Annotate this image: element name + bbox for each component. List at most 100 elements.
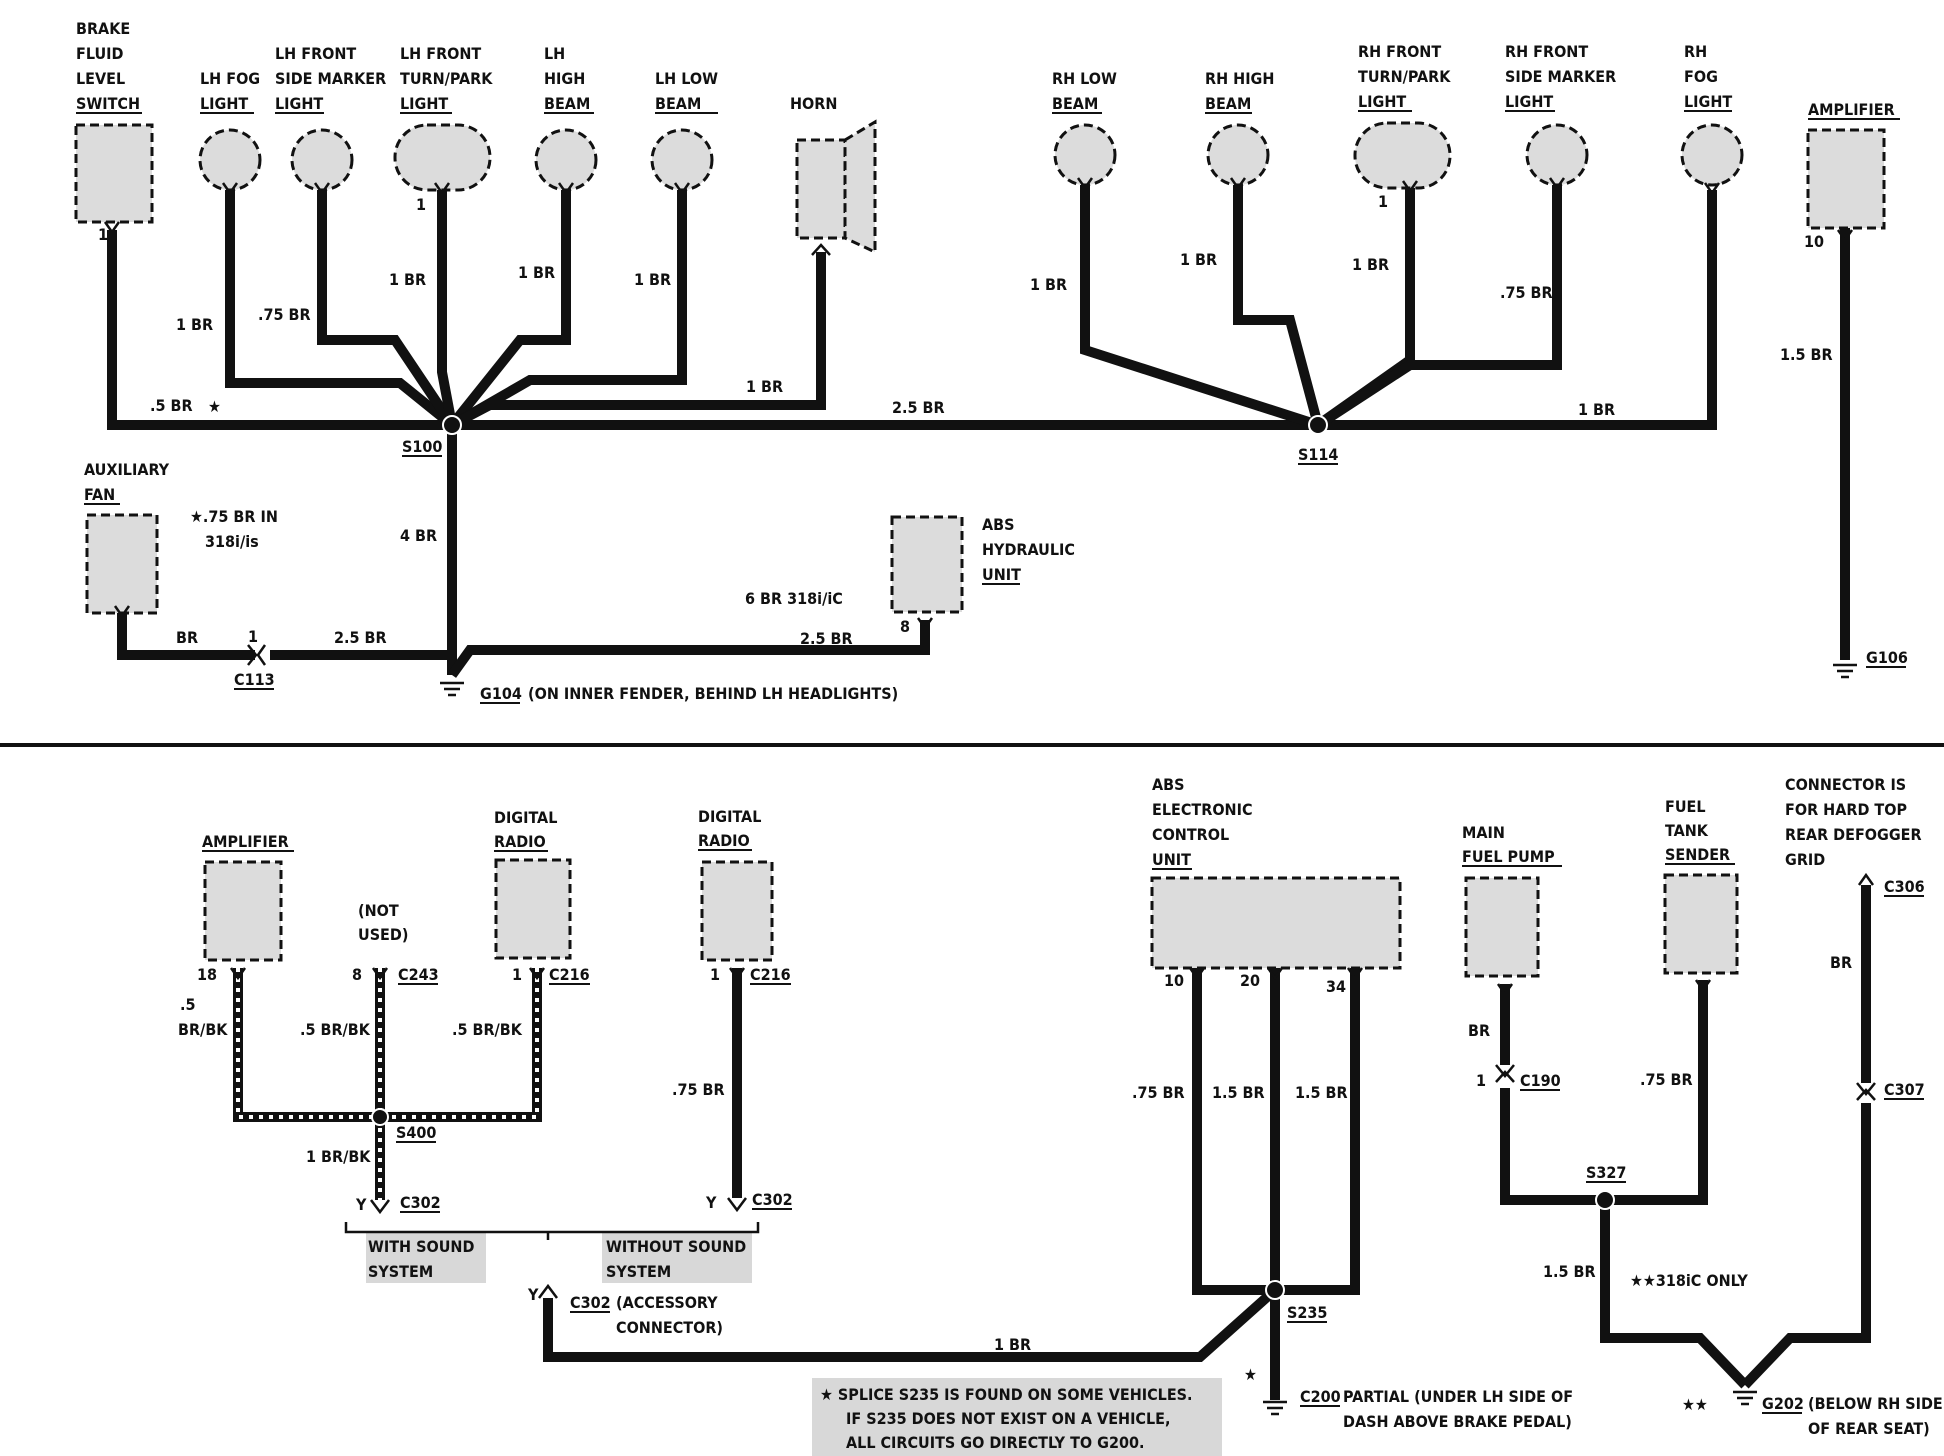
wire-label: .75 BR [1640, 1070, 1693, 1089]
wire-label: 6 BR 318i/iC [745, 589, 843, 608]
pin-label: 18 [197, 965, 217, 984]
lh-fog-light: LH FOG LIGHT [198, 69, 262, 192]
connector-label: C200 [1300, 1387, 1341, 1406]
label-line: LH FOG [200, 69, 260, 88]
splice-note-shade [812, 1378, 1222, 1456]
auxiliary-fan: AUXILIARY FAN [84, 460, 170, 615]
note-line: (BELOW RH SIDE [1808, 1394, 1943, 1413]
wire-label: .75 BR [258, 305, 311, 324]
wire-label: 2.5 BR [800, 629, 853, 648]
label-line: RADIO [494, 832, 546, 851]
label-line: DIGITAL [494, 808, 557, 827]
note-line: PARTIAL (UNDER LH SIDE OF [1343, 1387, 1573, 1406]
wire-label: 1 BR [994, 1335, 1031, 1354]
label-line: LIGHT [1505, 92, 1553, 111]
wire-label: 2.5 BR [892, 398, 945, 417]
label-line: RADIO [698, 831, 750, 850]
note-line: ALL CIRCUITS GO DIRECTLY TO G200. [846, 1433, 1144, 1452]
label-line: BRAKE [76, 19, 130, 38]
with-sound-shade [366, 1233, 486, 1283]
label-line: CONTROL [1152, 825, 1229, 844]
label-line: TANK [1665, 821, 1709, 840]
label-line: SENDER [1665, 845, 1730, 864]
label-line: FUEL [1665, 797, 1706, 816]
rh-low-beam: RH LOW BEAM [1052, 69, 1117, 187]
label-line: CONNECTOR IS [1785, 775, 1906, 794]
label-line: HYDRAULIC [982, 540, 1075, 559]
label-line: LIGHT [1684, 92, 1732, 111]
label-line: ABS [982, 515, 1014, 534]
pin-label: 1 [416, 195, 426, 214]
connector-label: C113 [234, 670, 275, 689]
label-line: BEAM [1052, 94, 1098, 113]
wire-label: 1.5 BR [1780, 345, 1833, 364]
star-mark: ★ [1244, 1365, 1257, 1384]
label-line: LH [544, 44, 565, 63]
note-line: ★★318iC ONLY [1630, 1271, 1748, 1290]
label-line: REAR DEFOGGER [1785, 825, 1922, 844]
connector-label: C302 [752, 1190, 793, 1209]
wire-label: 1 BR [1180, 250, 1217, 269]
pin-label: 8 [900, 617, 910, 636]
splice-label: S235 [1287, 1303, 1327, 1322]
wire-label: BR [176, 628, 198, 647]
pin-label: 1 [248, 627, 258, 646]
splice-label: S400 [396, 1123, 436, 1142]
wire-label: 1 BR [1030, 275, 1067, 294]
digital-radio-1: DIGITAL RADIO 1 [494, 808, 572, 984]
without-sound-shade [602, 1233, 752, 1283]
wire-label: 1 BR [1578, 400, 1615, 419]
label-line: FOR HARD TOP [1785, 800, 1907, 819]
label-line: SIDE MARKER [275, 69, 386, 88]
pin-label: 10 [1804, 232, 1824, 251]
label-line: SYSTEM [606, 1262, 671, 1281]
label-line: LIGHT [275, 94, 323, 113]
label-line: RH FRONT [1358, 42, 1441, 61]
label-line: WITHOUT SOUND [606, 1237, 746, 1256]
brake-fluid-level-switch: BRAKE FLUID LEVEL SWITCH [74, 19, 154, 224]
label-line: LIGHT [200, 94, 248, 113]
not-used-label: (NOT USED) 8 [352, 901, 408, 984]
label-line: LEVEL [76, 69, 125, 88]
rh-high-beam: RH HIGH BEAM [1205, 69, 1274, 187]
wire-label: .75 BR [1500, 283, 1553, 302]
connector-label: C302 [570, 1293, 611, 1312]
label-line: ABS [1152, 775, 1184, 794]
label-line: GRID [1785, 850, 1825, 869]
abs-electronic-control-unit: ABS ELECTRONIC CONTROL UNIT 10 20 34 [1150, 775, 1402, 996]
label-line: BEAM [655, 94, 701, 113]
ground-note: (ON INNER FENDER, BEHIND LH HEADLIGHTS) [528, 684, 898, 703]
connector-label: C190 [1520, 1071, 1561, 1090]
connector-label: C216 [750, 965, 791, 984]
lower-wire-labels: C243 C216 C216 .5 BR/BK .5 BR/BK .5 BR/B… [178, 877, 1943, 1452]
note-line: OF REAR SEAT) [1808, 1419, 1930, 1438]
label-line: LIGHT [1358, 92, 1406, 111]
wire-label: .75 BR [1132, 1083, 1185, 1102]
abs-hydraulic-unit: ABS HYDRAULIC UNIT 8 [890, 515, 1075, 636]
wire-label: 1.5 BR [1295, 1083, 1348, 1102]
wire-label: BR/BK [178, 1020, 228, 1039]
note-line: 318i/is [205, 532, 259, 551]
label-line: USED) [358, 925, 408, 944]
splice-label: S114 [1298, 445, 1338, 464]
pin-label: 1 [710, 965, 720, 984]
splice-label: S327 [1586, 1163, 1626, 1182]
rh-front-turn-park-light: RH FRONT TURN/PARK LIGHT 1 [1353, 42, 1452, 211]
label-line: SIDE MARKER [1505, 67, 1616, 86]
wire-label: BR [1468, 1021, 1490, 1040]
connector-label: C307 [1884, 1080, 1925, 1099]
lh-high-beam: LH HIGH BEAM [534, 44, 598, 192]
label-line: SWITCH [76, 94, 140, 113]
label-line: LIGHT [400, 94, 448, 113]
horn: HORN [790, 94, 877, 255]
upper-wiring [103, 177, 1857, 697]
pin-label: 34 [1326, 977, 1346, 996]
lh-front-side-marker-light: LH FRONT SIDE MARKER LIGHT [275, 44, 386, 192]
digital-radio-2: DIGITAL RADIO 1 [698, 807, 774, 984]
wire-label: 4 BR [400, 526, 437, 545]
label-line: RH LOW [1052, 69, 1117, 88]
note-line: ★.75 BR IN [190, 507, 278, 526]
label-line: FOG [1684, 67, 1718, 86]
label-line: WITH SOUND [368, 1237, 474, 1256]
label-line: TURN/PARK [1358, 67, 1451, 86]
